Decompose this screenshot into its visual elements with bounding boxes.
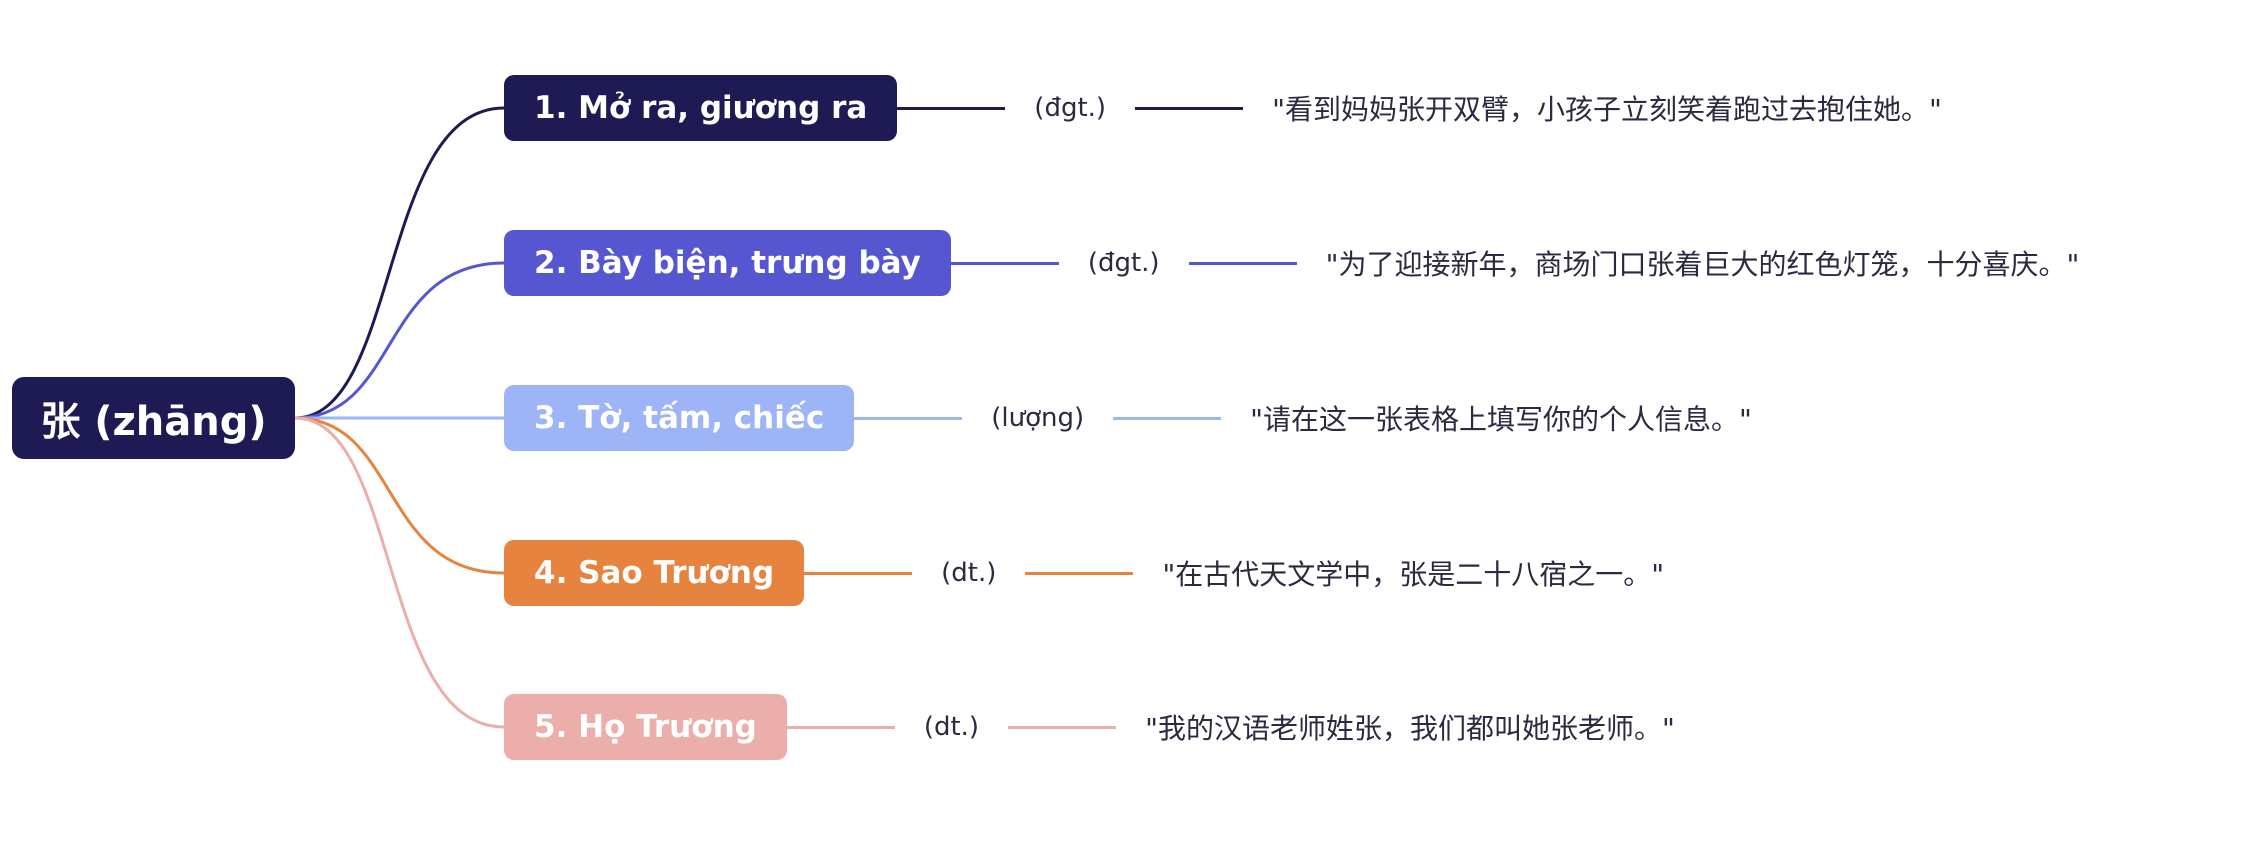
branch-node-1[interactable]: 1. Mở ra, giương ra — [504, 75, 898, 141]
branch-line — [1135, 106, 1244, 110]
connector-curve-5 — [294, 416, 505, 729]
branch-line — [1025, 571, 1134, 575]
branch-line — [1113, 416, 1222, 420]
connector-curve-1 — [294, 106, 505, 420]
part-of-speech-label[interactable]: (đgt.) — [1034, 93, 1107, 123]
example-sentence[interactable]: "为了迎接新年，商场门口张着巨大的红色灯笼，十分喜庆。" — [1325, 248, 2080, 281]
root-node[interactable]: 张 (zhāng) — [12, 377, 295, 459]
part-of-speech-label[interactable]: (dt.) — [923, 712, 980, 742]
example-sentence[interactable]: "在古代天文学中，张是二十八宿之一。" — [1162, 558, 1665, 591]
branch-line — [1188, 261, 1297, 265]
branch-row-2: 2. Bày biện, trưng bày (đgt.) "为了迎接新年，商场… — [504, 229, 2079, 297]
branch-node-3[interactable]: 3. Tờ, tấm, chiếc — [504, 385, 855, 451]
connector-curve-2 — [294, 261, 505, 420]
part-of-speech-label[interactable]: (lượng) — [991, 403, 1085, 433]
branch-line — [950, 261, 1059, 265]
example-sentence[interactable]: "请在这一张表格上填写你的个人信息。" — [1250, 403, 1752, 436]
branch-line — [1008, 725, 1117, 729]
part-of-speech-label[interactable]: (đgt.) — [1087, 248, 1160, 278]
part-of-speech-label[interactable]: (dt.) — [941, 558, 997, 588]
branch-node-5[interactable]: 5. Họ Trương — [504, 694, 787, 760]
branch-node-4[interactable]: 4. Sao Trương — [504, 540, 805, 606]
branch-row-3: 3. Tờ, tấm, chiếc (lượng) "请在这一张表格上填写你的个… — [504, 384, 1752, 452]
example-sentence[interactable]: "看到妈妈张开双臂，小孩子立刻笑着跑过去抱住她。" — [1272, 93, 1942, 126]
branch-row-1: 1. Mở ra, giương ra (đgt.) "看到妈妈张开双臂，小孩子… — [504, 74, 1942, 142]
branch-row-4: 4. Sao Trương (dt.) "在古代天文学中，张是二十八宿之一。" — [504, 539, 1664, 607]
example-sentence[interactable]: "我的汉语老师姓张，我们都叫她张老师。" — [1145, 712, 1675, 745]
branch-node-2[interactable]: 2. Bày biện, trưng bày — [504, 230, 951, 296]
branch-line — [804, 571, 913, 575]
branch-line — [786, 725, 895, 729]
branch-line — [854, 416, 963, 420]
branch-line — [897, 106, 1006, 110]
connector-curve-4 — [294, 416, 505, 575]
branch-row-5: 5. Họ Trương (dt.) "我的汉语老师姓张，我们都叫她张老师。" — [504, 693, 1675, 761]
